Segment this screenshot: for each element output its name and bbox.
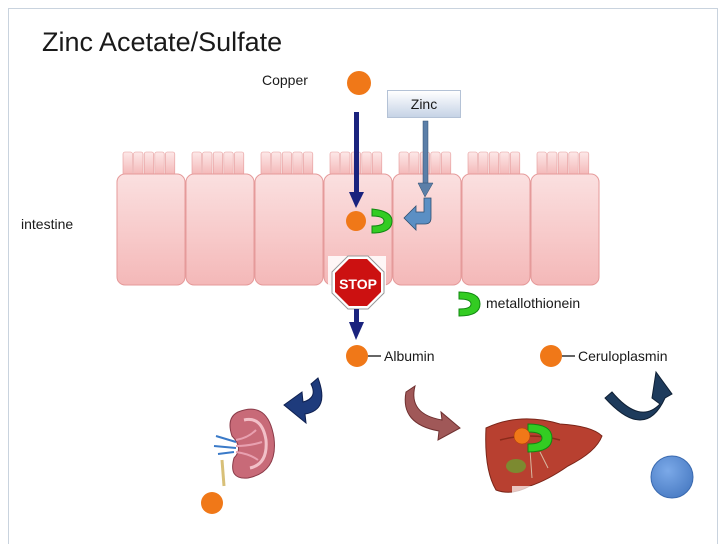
microvillus: [441, 151, 452, 177]
microvillus: [122, 151, 133, 177]
slide-title: Zinc Acetate/Sulfate: [42, 27, 283, 57]
zinc-label-box: Zinc: [387, 90, 461, 118]
cell-body: [254, 173, 324, 286]
metallothionein-induction-arrow: [403, 197, 432, 231]
microvillus: [154, 151, 165, 177]
intestine-cell: [185, 151, 255, 286]
microvillus: [202, 151, 213, 177]
cell-body: [461, 173, 531, 286]
microvillus: [260, 151, 271, 177]
cell-body: [530, 173, 600, 286]
microvillus: [281, 151, 292, 177]
microvillus: [271, 151, 282, 177]
microvillus: [212, 151, 223, 177]
microvillus: [536, 151, 547, 177]
microvillus: [292, 151, 303, 177]
arrow-to-liver-icon: [404, 384, 461, 441]
svg-text:STOP: STOP: [339, 276, 377, 292]
microvillus: [478, 151, 489, 177]
microvillus: [303, 151, 314, 177]
arrow-liver-to-ceruloplasmin-icon: [604, 370, 673, 421]
intestine-cell: [461, 151, 531, 286]
metallothionein-in-liver: [527, 423, 553, 453]
zinc-uptake-arrow: [417, 120, 434, 198]
microvillus: [557, 151, 568, 177]
copper-absorption-arrow: [349, 112, 364, 208]
decorative-blue-circle: [650, 455, 694, 499]
intestine-cell: [254, 151, 324, 286]
microvillus: [510, 151, 521, 177]
microvillus: [133, 151, 144, 177]
excreted-copper: [201, 492, 223, 514]
copper-ion-in-cell: [346, 211, 366, 231]
microvillus: [568, 151, 579, 177]
microvillus: [547, 151, 558, 177]
microvillus: [488, 151, 499, 177]
cell-body: [116, 173, 186, 286]
albumin-label: Albumin: [384, 348, 435, 364]
microvillus: [499, 151, 510, 177]
microvillus: [398, 151, 409, 177]
copper-in-liver: [513, 427, 531, 445]
arrow-to-kidney-icon: [283, 377, 323, 425]
copper-label: Copper: [262, 72, 308, 88]
metallothionein-legend-icon: [458, 291, 481, 317]
intestine-cell: [530, 151, 600, 286]
copper-ion-top: [347, 71, 371, 95]
microvillus: [191, 151, 202, 177]
microvillus: [361, 151, 372, 177]
kidney-image: [213, 408, 275, 487]
microvillus: [329, 151, 340, 177]
arrow-to-albumin: [349, 309, 364, 340]
copper-ceruloplasmin-complex: [540, 345, 562, 367]
cell-body: [185, 173, 255, 286]
microvillus: [467, 151, 478, 177]
metallothionein-label: metallothionein: [486, 295, 581, 311]
microvillus: [372, 151, 383, 177]
microvillus: [223, 151, 234, 177]
ceruloplasmin-label: Ceruloplasmin: [578, 348, 668, 364]
intestine-cell: [116, 151, 186, 286]
stop-sign-icon: STOP: [331, 255, 385, 310]
copper-albumin-complex: [346, 345, 368, 367]
microvillus: [234, 151, 245, 177]
microvillus: [165, 151, 176, 177]
microvillus: [409, 151, 420, 177]
microvillus: [340, 151, 351, 177]
metallothionein-in-cell: [371, 208, 393, 234]
microvillus: [430, 151, 441, 177]
intestine-label: intestine: [21, 216, 74, 232]
microvillus: [143, 151, 154, 177]
microvillus: [579, 151, 590, 177]
slide-frame: [8, 8, 718, 544]
